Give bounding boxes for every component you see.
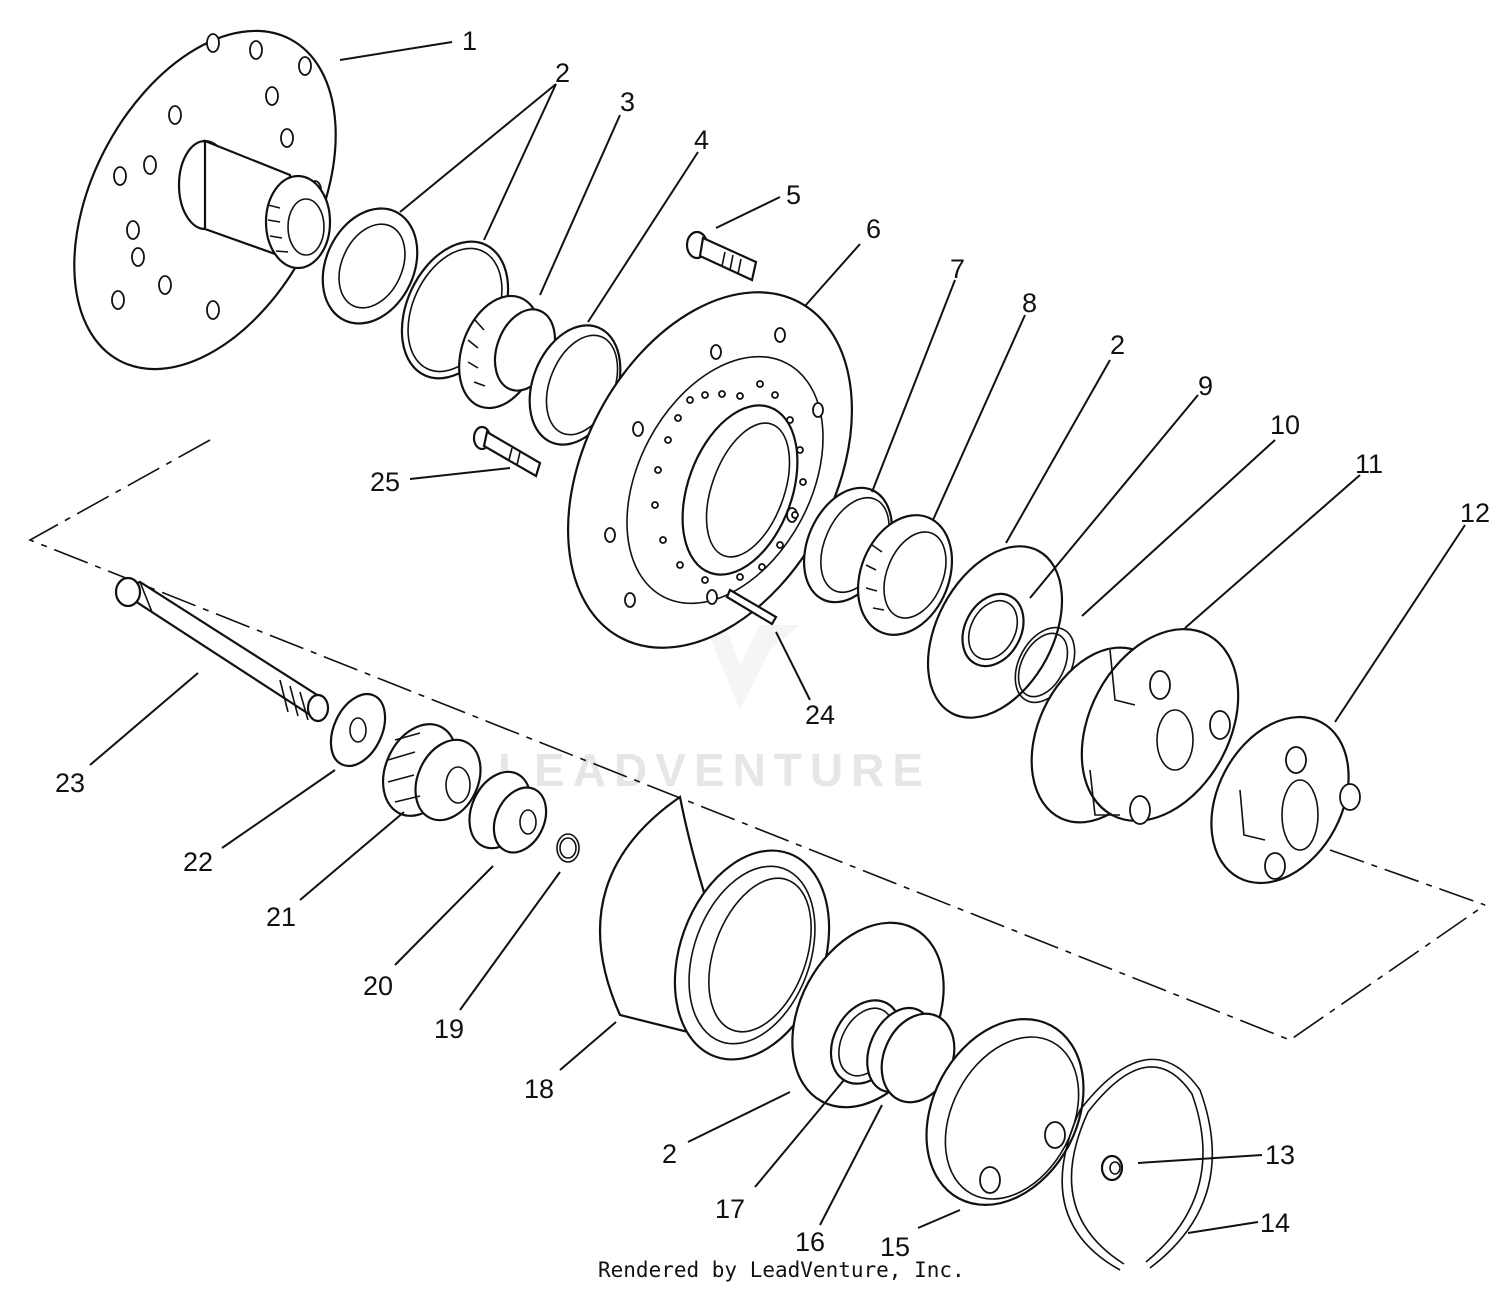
part-8-bearing-cone <box>856 514 954 636</box>
callout-21: 21 <box>266 902 296 932</box>
callout-2-upper: 2 <box>555 58 570 88</box>
callout-11: 11 <box>1355 449 1383 479</box>
callout-5: 5 <box>786 180 801 210</box>
part-9-shim <box>961 592 1025 668</box>
callout-25: 25 <box>370 467 400 497</box>
callout-6: 6 <box>866 214 881 244</box>
alignment-line-lower <box>1329 849 1486 906</box>
watermark-text: LEADVENTURE <box>498 744 931 796</box>
part-19-snap-ring <box>556 833 580 863</box>
callout-22: 22 <box>183 847 213 877</box>
part-24-pin <box>725 588 778 626</box>
part-16-spacer <box>866 1006 956 1104</box>
callout-2-middle: 2 <box>1110 330 1125 360</box>
part-22-washer <box>329 692 387 768</box>
callout-labels: 1 2 3 4 5 6 7 8 2 9 10 11 12 13 14 15 16… <box>55 26 1490 1262</box>
callout-16: 16 <box>795 1227 825 1257</box>
callout-10: 10 <box>1270 410 1300 440</box>
callout-8: 8 <box>1022 288 1037 318</box>
render-credit: Rendered by LeadVenture, Inc. <box>598 1258 965 1282</box>
alignment-line-upper <box>28 439 1486 1041</box>
part-18-ring-gear <box>598 795 831 1061</box>
part-5-bolt <box>685 230 758 282</box>
callout-14: 14 <box>1260 1208 1290 1238</box>
leader-lines <box>89 41 1466 1234</box>
callout-7: 7 <box>950 254 965 284</box>
callout-3: 3 <box>620 87 635 117</box>
callout-1: 1 <box>462 26 477 56</box>
part-15-cover <box>925 1018 1085 1206</box>
callout-13: 13 <box>1265 1140 1295 1170</box>
callout-19: 19 <box>434 1014 464 1044</box>
callout-17: 17 <box>715 1194 745 1224</box>
part-1-flange-shaft <box>73 29 337 371</box>
callout-4: 4 <box>694 125 709 155</box>
callout-12: 12 <box>1460 498 1490 528</box>
part-13-plug <box>1100 1154 1124 1182</box>
callout-9: 9 <box>1198 371 1213 401</box>
part-25-bolt <box>472 425 542 478</box>
part-14-retaining-ring <box>1061 1058 1214 1271</box>
callout-2-lower: 2 <box>662 1139 677 1169</box>
callout-15: 15 <box>880 1232 910 1262</box>
part-20-gear <box>468 770 548 854</box>
part-12-planet-carrier <box>1210 715 1361 885</box>
part-23-input-shaft <box>114 576 330 723</box>
part-6-hub <box>566 291 854 649</box>
callout-23: 23 <box>55 768 85 798</box>
callout-18: 18 <box>524 1074 554 1104</box>
callout-24: 24 <box>805 700 835 730</box>
part-11-planet-carrier <box>1030 628 1240 825</box>
part-21-gear <box>382 723 482 822</box>
callout-20: 20 <box>363 971 393 1001</box>
